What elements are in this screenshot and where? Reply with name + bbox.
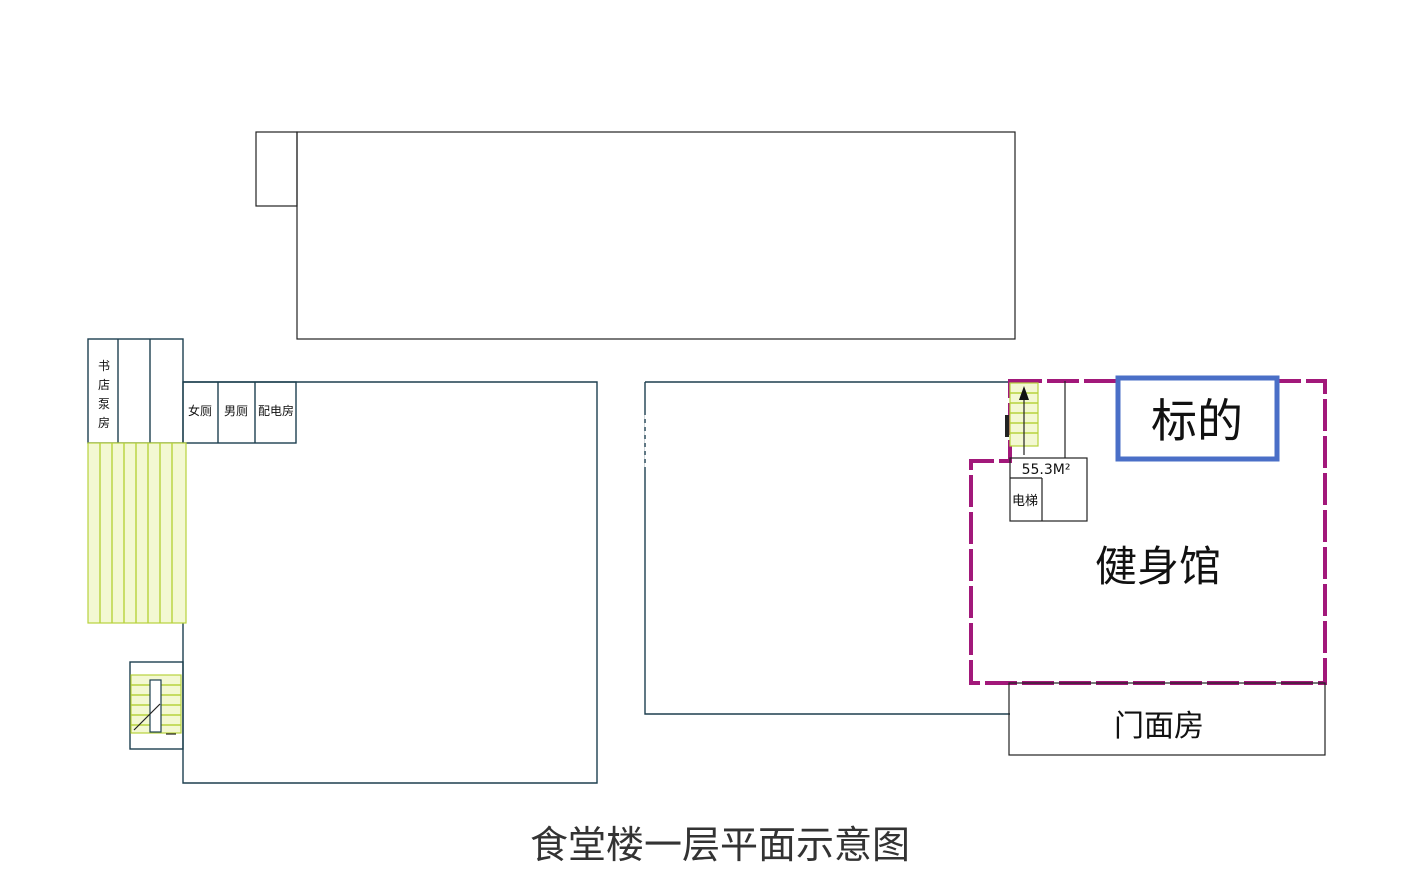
- bookstore-label-char-3: 泵: [98, 397, 110, 411]
- elevator-label: 电梯: [1012, 494, 1038, 509]
- left-block-outline: [182, 381, 598, 784]
- top-block-main: [296, 131, 1016, 340]
- gym-label: 健身馆: [1095, 542, 1221, 591]
- top-block-annex: [255, 131, 298, 207]
- mens-restroom-label: 男厕: [224, 404, 248, 418]
- gym-stair: [1005, 382, 1039, 455]
- target-label: 标的: [1151, 394, 1243, 448]
- left-stair-outline: [87, 442, 187, 624]
- target-box: [1115, 375, 1280, 462]
- bookstore-label-char-2: 店: [98, 378, 110, 392]
- bookstore-label-char-1: 书: [98, 359, 110, 373]
- storefront-area: [1008, 682, 1326, 756]
- stair-wall-mark: [1005, 415, 1009, 437]
- labels: 书 店 泵 房 女厕 男厕 配电房 55.3M² 电梯 健身馆 门面房 标的 食…: [98, 359, 1243, 867]
- service-rooms: [182, 381, 297, 444]
- elevator-area: [1009, 381, 1088, 522]
- left-block: [182, 381, 598, 784]
- stair-break-line: [133, 703, 161, 731]
- bookstore-label-char-4: 房: [98, 415, 110, 430]
- diagram-title: 食堂楼一层平面示意图: [530, 823, 910, 867]
- storefront-outline: [1008, 682, 1326, 756]
- stair-well: [149, 679, 162, 733]
- top-block: [255, 131, 1016, 340]
- lower-stair-outline: [129, 661, 184, 750]
- lower-left-stair: [129, 661, 184, 750]
- up-arrow-icon: [1019, 386, 1029, 400]
- right-block-outline: [644, 382, 1010, 715]
- power-room-label: 配电房: [258, 403, 294, 418]
- left-stair: [87, 442, 187, 624]
- elevator-room-outline: [1009, 457, 1088, 522]
- womens-restroom-label: 女厕: [188, 403, 212, 418]
- target-callout: [1115, 375, 1280, 462]
- right-block: [644, 381, 1010, 715]
- service-rooms-outline: [182, 381, 297, 444]
- area-label: 55.3M²: [1022, 462, 1071, 478]
- storefront-label: 门面房: [1114, 709, 1204, 744]
